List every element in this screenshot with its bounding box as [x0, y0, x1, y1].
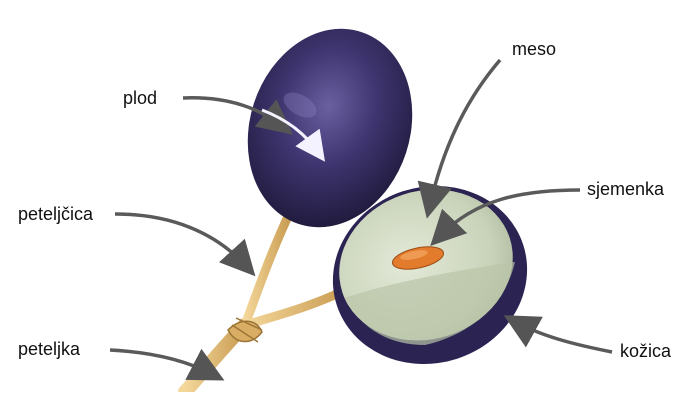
stem-group	[185, 212, 345, 392]
label-plod: plod	[123, 89, 157, 107]
peteljcica-stem-upper	[245, 212, 290, 325]
label-meso: meso	[512, 40, 556, 58]
label-peteljka: peteljka	[18, 340, 80, 358]
arrow-meso	[430, 60, 500, 205]
label-kozica: kožica	[620, 342, 671, 360]
label-sjemenka: sjemenka	[587, 180, 664, 198]
arrow-peteljcica	[115, 214, 246, 266]
arrow-kozica	[516, 322, 612, 352]
label-peteljcica: peteljčica	[18, 205, 93, 223]
